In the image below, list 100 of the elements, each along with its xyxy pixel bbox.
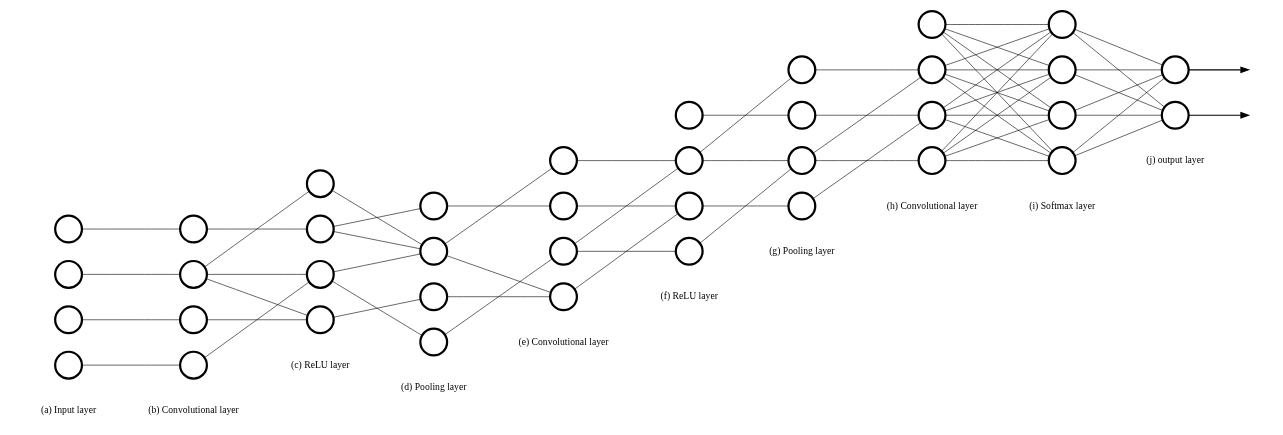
- connector: [815, 160, 919, 161]
- node-circle: [549, 282, 578, 312]
- node-circle: [419, 327, 449, 357]
- connector: [576, 251, 676, 252]
- connector: [576, 160, 676, 161]
- connector: [945, 114, 1049, 116]
- node-circle: [419, 282, 449, 312]
- label: (a) Input layer: [40, 404, 97, 416]
- connector: [815, 69, 919, 71]
- node-circle: [917, 10, 947, 39]
- connector: [944, 28, 1050, 66]
- node-circle: [1047, 10, 1077, 39]
- node-circle: [787, 191, 817, 221]
- connector: [944, 73, 1050, 112]
- node-circle: [54, 350, 84, 380]
- connector: [206, 228, 308, 230]
- label: (j) output layer: [1146, 154, 1205, 166]
- node-circle: [419, 191, 449, 221]
- connector: [576, 205, 676, 207]
- node-circle: [1160, 55, 1190, 85]
- connector: [81, 274, 181, 275]
- connector: [333, 208, 421, 227]
- arrow: [1188, 111, 1251, 119]
- connector: [333, 231, 421, 250]
- connector: [204, 190, 310, 268]
- connector: [81, 228, 181, 230]
- label: (i) Softmax layer: [1029, 199, 1096, 211]
- label: (d) Pooling layer: [401, 380, 467, 392]
- node-circle: [787, 55, 817, 85]
- connector: [331, 280, 423, 336]
- connector: [812, 122, 921, 199]
- node-circle: [54, 214, 84, 244]
- connector: [444, 258, 553, 335]
- connector: [702, 205, 789, 207]
- node-circle: [549, 191, 578, 221]
- connector: [699, 77, 792, 153]
- connector: [206, 319, 308, 321]
- connector: [333, 253, 421, 273]
- connector: [205, 278, 308, 316]
- node-circle: [305, 214, 335, 244]
- node-circle: [1047, 55, 1077, 85]
- connector: [574, 213, 679, 290]
- node-circle: [549, 236, 578, 266]
- label: (h) Convolutional layer: [886, 199, 978, 211]
- connector: [204, 281, 310, 358]
- connector: [812, 77, 921, 154]
- node-circle: [549, 146, 578, 176]
- node-circle: [674, 100, 704, 130]
- connector: [944, 119, 1050, 157]
- node-circle: [1047, 100, 1077, 130]
- label: (f) ReLU layer: [660, 290, 718, 302]
- connector: [1075, 69, 1163, 71]
- node-circle: [674, 146, 704, 176]
- node-circle: [1160, 100, 1190, 130]
- label: (g) Pooling layer: [769, 244, 835, 256]
- connector: [331, 189, 423, 245]
- connector: [815, 114, 919, 116]
- node-circle: [179, 259, 208, 289]
- connector: [446, 205, 551, 207]
- connector: [206, 274, 308, 275]
- connector: [81, 364, 181, 366]
- connector: [444, 167, 553, 245]
- connector: [446, 296, 551, 297]
- node-circle: [179, 350, 208, 380]
- node-circle: [419, 236, 449, 266]
- connector: [945, 69, 1049, 71]
- connector: [1074, 29, 1163, 66]
- connector: [943, 77, 1052, 154]
- connector: [81, 319, 181, 321]
- node-circle: [179, 305, 208, 335]
- connector: [446, 255, 551, 293]
- connector: [1074, 119, 1163, 157]
- arrow: [1188, 66, 1251, 74]
- node-circle: [787, 100, 817, 130]
- node-circle: [917, 100, 947, 130]
- node-circle: [787, 146, 817, 176]
- node-circle: [917, 146, 947, 176]
- connector: [941, 33, 1053, 152]
- connector: [945, 160, 1049, 161]
- connector: [702, 114, 789, 116]
- label: (e) Convolutional layer: [518, 335, 609, 347]
- node-circle: [179, 214, 208, 244]
- connector: [702, 160, 789, 161]
- connector: [574, 168, 679, 245]
- node-circle: [54, 305, 84, 335]
- connector: [1072, 77, 1165, 153]
- connector: [1074, 74, 1163, 111]
- node-circle: [305, 259, 335, 289]
- node-circle: [1047, 146, 1077, 176]
- node-circle: [305, 305, 335, 335]
- connector: [699, 168, 792, 244]
- connector: [1075, 114, 1163, 116]
- node-circle: [674, 191, 704, 221]
- node-circle: [305, 169, 335, 199]
- connector: [333, 298, 421, 318]
- connector: [1072, 32, 1165, 108]
- connector: [945, 24, 1049, 25]
- label: (b) Convolutional layer: [148, 404, 239, 416]
- label: (c) ReLU layer: [291, 358, 350, 370]
- node-circle: [917, 55, 947, 85]
